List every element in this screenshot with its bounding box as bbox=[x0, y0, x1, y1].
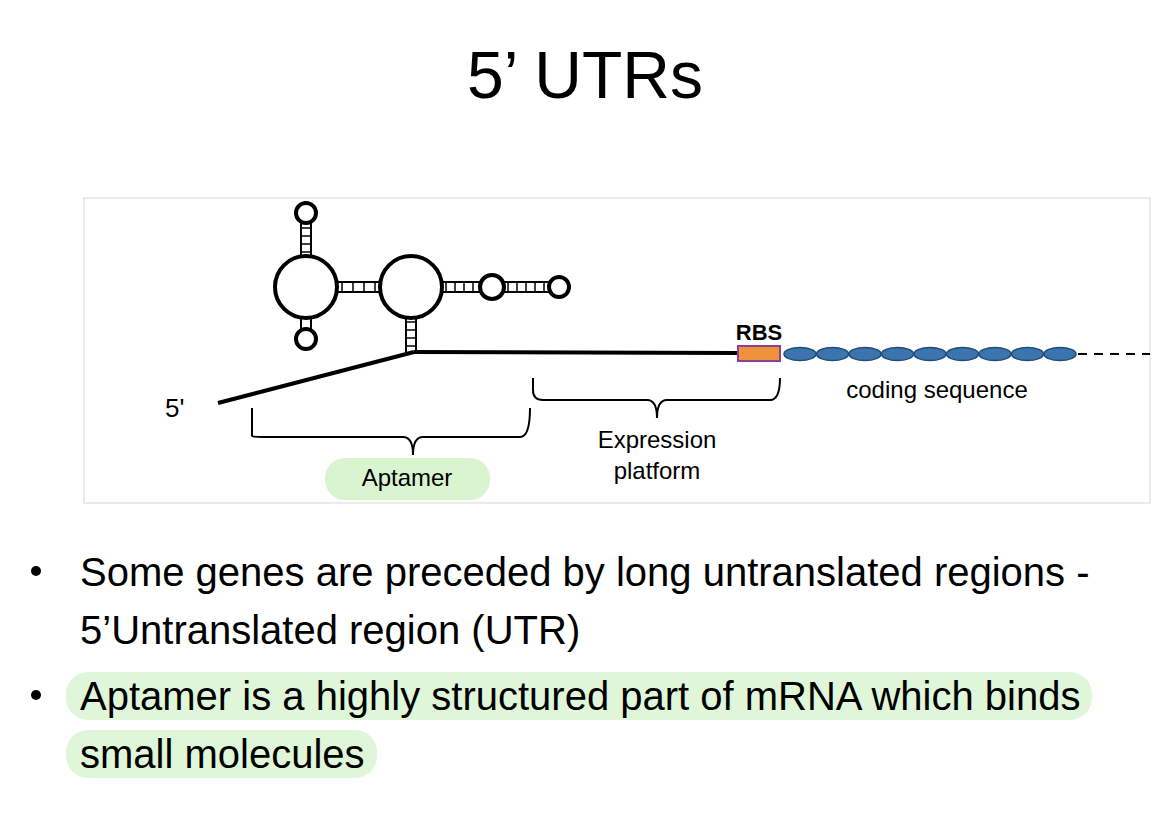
five-prime-label: 5' bbox=[165, 392, 184, 426]
codon-bead bbox=[882, 348, 914, 361]
base-pair bbox=[341, 282, 343, 292]
base-pair bbox=[525, 282, 527, 292]
aptamer-structure bbox=[218, 203, 737, 403]
aptamer-label: Aptamer bbox=[362, 462, 453, 493]
codon-bead bbox=[947, 348, 979, 361]
base-pair bbox=[507, 282, 509, 292]
base-pair bbox=[534, 282, 536, 292]
codon-bead bbox=[784, 348, 816, 361]
highlight bbox=[325, 458, 490, 500]
continuation-line bbox=[1078, 353, 1150, 355]
base-pair bbox=[352, 282, 354, 292]
codon-bead bbox=[979, 348, 1011, 361]
codon-bead bbox=[1044, 348, 1076, 361]
base-pair bbox=[301, 235, 311, 237]
expression-bracket bbox=[533, 378, 780, 418]
base-pair bbox=[463, 282, 465, 292]
node-heading: RBS bbox=[736, 320, 782, 345]
base-pair bbox=[406, 321, 416, 323]
base-pair bbox=[445, 282, 447, 292]
codon-bead bbox=[1012, 348, 1044, 361]
bullet-dot bbox=[31, 566, 41, 576]
base-pairs bbox=[301, 228, 544, 346]
base-pair bbox=[301, 227, 311, 229]
base-pair bbox=[472, 282, 474, 292]
bullet-text: Some genes are preceded by long untransl… bbox=[80, 543, 1155, 659]
figure-frame bbox=[84, 198, 1150, 503]
base-pair bbox=[406, 345, 416, 347]
base-pair bbox=[454, 282, 456, 292]
rbs-box: RBS bbox=[737, 345, 781, 362]
expression-platform-label: Expression platform bbox=[567, 424, 747, 486]
codon-bead bbox=[914, 348, 946, 361]
title: 5’ UTRs bbox=[467, 38, 703, 114]
coding-sequence-label: coding sequence bbox=[846, 374, 1027, 405]
coding-sequence-beads bbox=[784, 348, 1076, 361]
base-pair bbox=[406, 329, 416, 331]
base-pair bbox=[406, 337, 416, 339]
codon-bead bbox=[849, 348, 881, 361]
base-pair bbox=[363, 282, 365, 292]
codon-bead bbox=[817, 348, 849, 361]
base-pair bbox=[516, 282, 518, 292]
aptamer-bracket bbox=[252, 408, 530, 455]
base-pair bbox=[301, 251, 311, 253]
base-pair bbox=[301, 243, 311, 245]
base-pair bbox=[543, 282, 545, 292]
bullet-text: Aptamer is a highly structured part of m… bbox=[80, 667, 1155, 783]
base-pair bbox=[374, 282, 376, 292]
stem-rails bbox=[301, 223, 549, 352]
bullet-dot bbox=[31, 690, 41, 700]
